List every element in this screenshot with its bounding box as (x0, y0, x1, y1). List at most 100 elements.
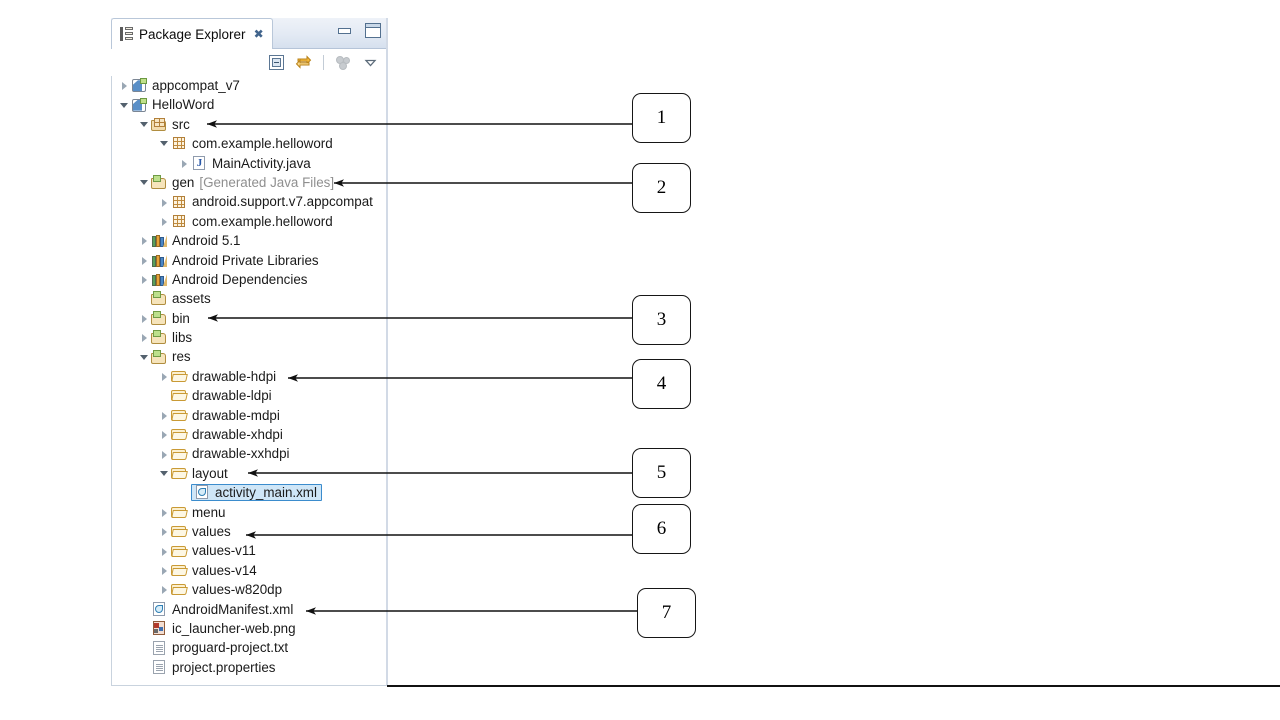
tree-item-content: appcompat_v7 (131, 78, 240, 93)
tree-item-content: bin (151, 310, 190, 326)
chevron-down-icon[interactable] (362, 54, 379, 71)
tree-item-drawable-mdpi[interactable]: drawable-mdpi (112, 406, 386, 425)
tree-item-com-example-helloword[interactable]: com.example.helloword (112, 212, 386, 231)
twisty-collapsed-icon[interactable] (158, 506, 171, 519)
tree-item-content: menu (171, 505, 226, 520)
twisty-expanded-icon[interactable] (158, 137, 171, 150)
tree-item-content: proguard-project.txt (151, 640, 289, 656)
tree-item-content: drawable-hdpi (171, 369, 276, 384)
twisty-collapsed-icon[interactable] (138, 273, 151, 286)
twisty-collapsed-icon[interactable] (178, 157, 191, 170)
tree-item-appcompat-v7[interactable]: appcompat_v7 (112, 76, 386, 95)
tree-item-com-example-helloword[interactable]: com.example.helloword (112, 134, 386, 153)
tree-item-values[interactable]: values (112, 522, 386, 541)
twisty-expanded-icon[interactable] (138, 118, 151, 131)
twisty-collapsed-icon[interactable] (158, 564, 171, 577)
text-file-icon (151, 659, 168, 675)
tree-item-project-properties[interactable]: project.properties (112, 658, 386, 677)
tree-item-bin[interactable]: bin (112, 309, 386, 328)
tree-item-drawable-ldpi[interactable]: drawable-ldpi (112, 386, 386, 405)
tree-item-libs[interactable]: libs (112, 328, 386, 347)
tree-item-content: libs (151, 330, 192, 345)
twisty-collapsed-icon[interactable] (138, 254, 151, 267)
tree-item-android-support-v7-appcompat[interactable]: android.support.v7.appcompat (112, 192, 386, 211)
tree-item-drawable-xxhdpi[interactable]: drawable-xxhdpi (112, 444, 386, 463)
gen-folder-icon (151, 349, 168, 365)
tree-item-label: project.properties (172, 659, 276, 675)
tree-item-label: com.example.helloword (192, 136, 333, 152)
minimize-icon[interactable] (336, 23, 353, 38)
maximize-icon[interactable] (365, 23, 381, 38)
tree-item-content: res (151, 349, 191, 365)
twisty-collapsed-icon[interactable] (158, 525, 171, 538)
tree-item-values-v14[interactable]: values-v14 (112, 561, 386, 580)
package-explorer-view: Package Explorer ✖ (111, 18, 387, 686)
tree-item-res[interactable]: res (112, 347, 386, 366)
twisty-expanded-icon[interactable] (118, 99, 131, 112)
tree-item-drawable-xhdpi[interactable]: drawable-xhdpi (112, 425, 386, 444)
tree-item-helloword[interactable]: HelloWord (112, 95, 386, 114)
twisty-collapsed-icon[interactable] (158, 215, 171, 228)
callout-number: 6 (656, 518, 667, 539)
link-with-editor-icon[interactable] (295, 54, 312, 71)
tree-item-content: AndroidManifest.xml (151, 601, 294, 617)
tree-item-ic-launcher-web-png[interactable]: ic_launcher-web.png (112, 619, 386, 638)
tree-item-values-v11[interactable]: values-v11 (112, 541, 386, 560)
tree-item-content: src (151, 117, 190, 132)
twisty-collapsed-icon[interactable] (158, 370, 171, 383)
twisty-collapsed-icon[interactable] (138, 234, 151, 247)
tree-item-label: drawable-xxhdpi (192, 446, 290, 462)
twisty-collapsed-icon[interactable] (158, 196, 171, 209)
tree-item-label: AndroidManifest.xml (172, 601, 294, 617)
tree-item-content: layout (171, 466, 228, 481)
tree-item-proguard-project-txt[interactable]: proguard-project.txt (112, 638, 386, 657)
twisty-collapsed-icon[interactable] (138, 331, 151, 344)
twisty-placeholder (158, 389, 171, 402)
tree-item-assets[interactable]: assets (112, 289, 386, 308)
tree-item-android-5-1[interactable]: Android 5.1 (112, 231, 386, 250)
twisty-expanded-icon[interactable] (138, 176, 151, 189)
twisty-collapsed-icon[interactable] (138, 312, 151, 325)
twisty-collapsed-icon[interactable] (158, 428, 171, 441)
tree-item-androidmanifest-xml[interactable]: AndroidManifest.xml (112, 600, 386, 619)
package-icon (171, 195, 188, 210)
tree-item-drawable-hdpi[interactable]: drawable-hdpi (112, 367, 386, 386)
callout-number: 5 (656, 462, 667, 483)
twisty-collapsed-icon[interactable] (158, 448, 171, 461)
twisty-expanded-icon[interactable] (138, 351, 151, 364)
collapse-all-icon[interactable] (268, 54, 285, 71)
tree-item-label: proguard-project.txt (172, 640, 289, 656)
view-menu-bubbles-icon[interactable] (335, 54, 352, 71)
tree-item-layout[interactable]: layout (112, 464, 386, 483)
tree-item-src[interactable]: src (112, 115, 386, 134)
tree-item-content: com.example.helloword (171, 214, 333, 229)
twisty-collapsed-icon[interactable] (158, 409, 171, 422)
tree-item-content: HelloWord (131, 97, 214, 113)
gen-folder-icon (151, 310, 168, 326)
tree-item-gen[interactable]: gen[Generated Java Files] (112, 173, 386, 192)
twisty-collapsed-icon[interactable] (158, 583, 171, 596)
tree-item-android-private-libraries[interactable]: Android Private Libraries (112, 251, 386, 270)
twisty-collapsed-icon[interactable] (118, 79, 131, 92)
tree-item-label: activity_main.xml (215, 485, 317, 501)
view-window-controls (336, 23, 381, 38)
tree-item-android-dependencies[interactable]: Android Dependencies (112, 270, 386, 289)
twisty-expanded-icon[interactable] (158, 467, 171, 480)
tree-item-values-w820dp[interactable]: values-w820dp (112, 580, 386, 599)
close-icon[interactable]: ✖ (253, 27, 264, 41)
tree-item-content: Android 5.1 (151, 233, 241, 248)
tree-item-content: project.properties (151, 659, 276, 675)
tree-item-content: Android Dependencies (151, 272, 308, 287)
tree-item-label: Android Dependencies (172, 271, 308, 287)
tab-package-explorer[interactable]: Package Explorer ✖ (111, 18, 273, 49)
folder-icon (171, 408, 188, 423)
tree-item-label: assets (172, 291, 211, 307)
tree-item-menu[interactable]: menu (112, 503, 386, 522)
tree-item-activity-main-xml[interactable]: activity_main.xml (112, 483, 386, 502)
tree-item-label: values-v11 (192, 543, 256, 559)
gen-folder-icon (151, 175, 168, 190)
toolbar-separator (323, 55, 324, 70)
twisty-collapsed-icon[interactable] (158, 545, 171, 558)
